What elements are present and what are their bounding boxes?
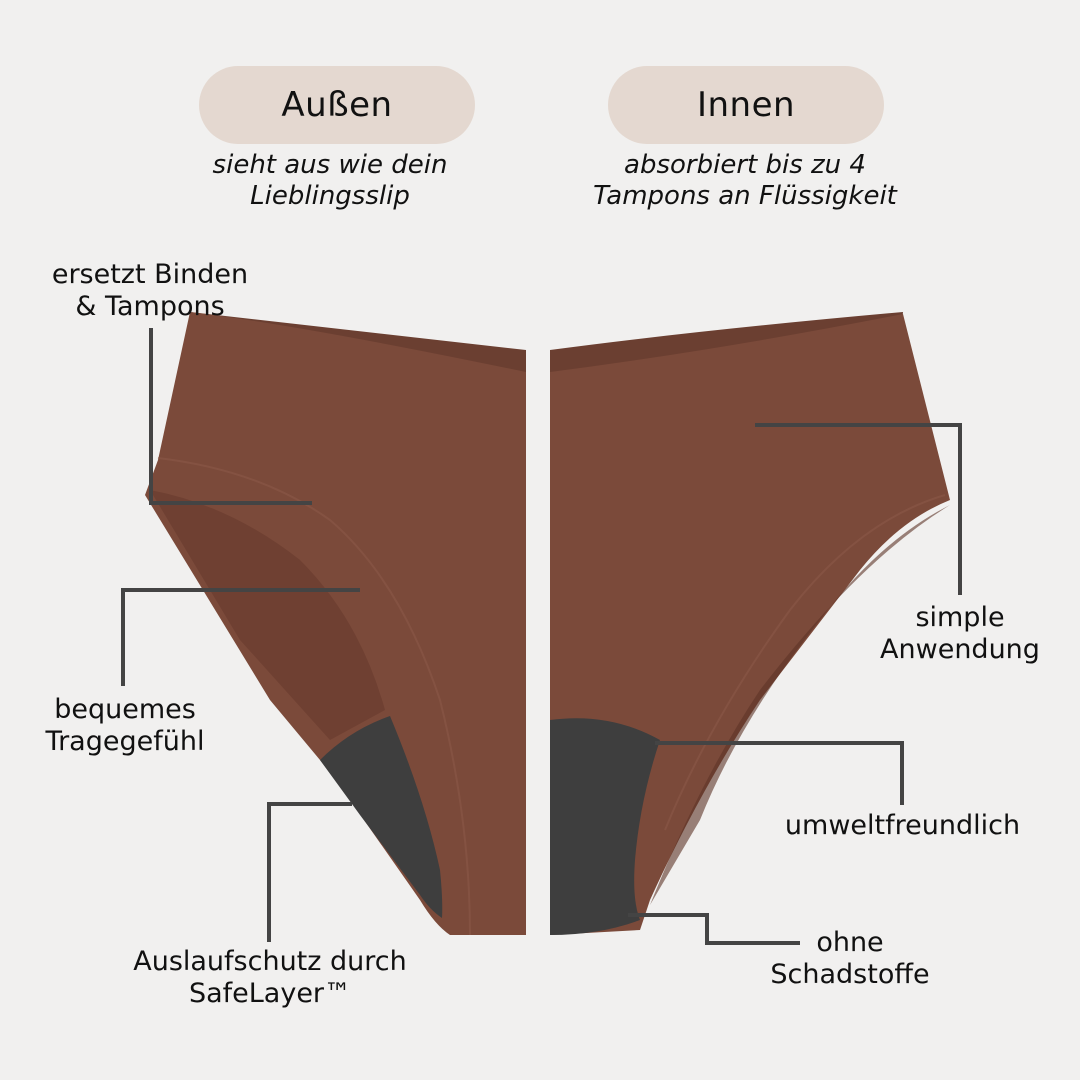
label-line: ohne <box>816 927 884 958</box>
label-line: SafeLayer™ <box>188 978 352 1009</box>
leader-line-comfort <box>121 588 360 686</box>
label-comfort: bequemes Tragegefühl <box>20 694 230 758</box>
label-eco-friendly: umweltfreundlich <box>775 810 1030 842</box>
leader-lines <box>121 328 962 945</box>
leader-line-replaces-pads <box>149 328 312 505</box>
inside-subtitle-line-1: absorbiert bis zu 4 <box>624 150 866 180</box>
label-replaces-pads-tampons: ersetzt Binden & Tampons <box>40 259 260 323</box>
leader-line-eco <box>655 741 904 805</box>
inside-title: Innen <box>696 85 796 125</box>
label-line: & Tampons <box>75 291 225 322</box>
label-line: ersetzt Binden <box>51 259 249 290</box>
outside-subtitle: sieht aus wie dein Lieblingsslip <box>180 150 480 212</box>
right-garment-image <box>550 312 950 935</box>
inside-header-pill: Innen <box>608 66 884 144</box>
label-no-toxins: ohne Schadstoffe <box>760 927 940 991</box>
label-line: umweltfreundlich <box>784 810 1021 841</box>
left-garment-image <box>145 312 526 936</box>
outside-subtitle-line-2: Lieblingsslip <box>250 181 410 211</box>
label-line: Tragegefühl <box>45 726 205 757</box>
label-leak-protection: Auslaufschutz durch SafeLayer™ <box>120 946 420 1010</box>
leader-line-simple-use <box>755 423 962 595</box>
label-line: simple <box>915 602 1005 633</box>
label-line: Schadstoffe <box>770 959 930 990</box>
label-line: Auslaufschutz durch <box>133 946 407 977</box>
leader-line-no-toxins <box>628 913 800 945</box>
label-line: Anwendung <box>880 634 1040 665</box>
label-simple-use: simple Anwendung <box>870 602 1050 666</box>
leader-line-leak-protection <box>267 802 352 942</box>
outside-title: Außen <box>281 85 393 125</box>
inside-subtitle-line-2: Tampons an Flüssigkeit <box>593 181 897 211</box>
outside-subtitle-line-1: sieht aus wie dein <box>212 150 448 180</box>
label-line: bequemes <box>54 694 196 725</box>
inside-subtitle: absorbiert bis zu 4 Tampons an Flüssigke… <box>575 150 915 212</box>
outside-header-pill: Außen <box>199 66 475 144</box>
